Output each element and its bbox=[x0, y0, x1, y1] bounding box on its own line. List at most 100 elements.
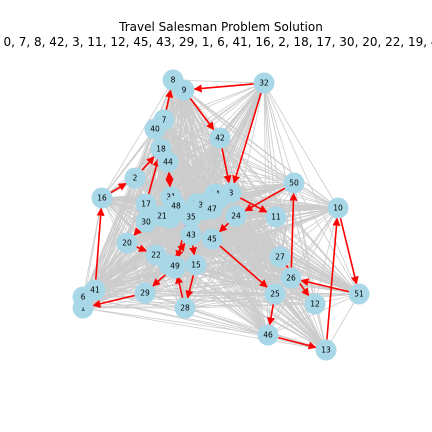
node-32: 32 bbox=[253, 72, 275, 94]
node-circle bbox=[209, 127, 231, 149]
graph-edge bbox=[163, 82, 265, 121]
node-circle bbox=[264, 283, 286, 305]
graph-edge bbox=[183, 89, 339, 209]
graph-edge bbox=[94, 128, 156, 291]
route-edge-50-24 bbox=[244, 187, 286, 212]
graph-edge bbox=[174, 265, 269, 336]
graph-edge bbox=[167, 161, 360, 295]
node-circle bbox=[135, 193, 157, 215]
node-circle bbox=[201, 198, 223, 220]
graph-edge bbox=[263, 82, 295, 184]
route-edge-26-50 bbox=[289, 192, 298, 268]
graph-edge bbox=[101, 79, 174, 199]
node-label: 17 bbox=[141, 200, 151, 209]
node-label: 25 bbox=[270, 290, 280, 299]
graph-edge bbox=[144, 221, 147, 294]
graph-edge bbox=[211, 238, 281, 258]
node-label: 29 bbox=[140, 289, 150, 298]
route-edge-3-11 bbox=[239, 197, 268, 213]
graph-edge bbox=[202, 204, 269, 336]
graph-edge bbox=[82, 307, 327, 351]
node-10: 10 bbox=[327, 197, 349, 219]
node-circle bbox=[84, 279, 106, 301]
graph-edge bbox=[144, 292, 269, 336]
node-30: 30 bbox=[135, 211, 157, 233]
node-44: 44 bbox=[157, 151, 179, 173]
route-edge-51-26 bbox=[300, 278, 349, 293]
graph-edge bbox=[154, 128, 360, 295]
route-edge-29-1 bbox=[92, 294, 135, 308]
node-43: 43 bbox=[180, 224, 202, 246]
node-24: 24 bbox=[225, 205, 247, 227]
graph-edge bbox=[219, 137, 295, 184]
node-circle bbox=[135, 211, 157, 233]
node-45: 45 bbox=[201, 228, 223, 250]
node-label: 46 bbox=[263, 331, 273, 340]
graph-edge bbox=[167, 161, 295, 184]
node-label: 10 bbox=[333, 204, 343, 213]
graph-edge bbox=[219, 137, 269, 336]
node-label: 11 bbox=[271, 213, 281, 222]
node-label: 20 bbox=[122, 239, 132, 248]
node-28: 28 bbox=[174, 297, 196, 319]
node-25: 25 bbox=[264, 283, 286, 305]
node-13: 13 bbox=[315, 339, 337, 361]
node-label: 35 bbox=[186, 213, 196, 222]
node-46: 46 bbox=[257, 324, 279, 346]
graph-edge bbox=[183, 89, 327, 351]
node-16: 16 bbox=[91, 187, 113, 209]
graph-edge bbox=[235, 215, 360, 295]
route-edge-46-13 bbox=[277, 336, 317, 350]
route-edge-24-45 bbox=[219, 222, 229, 233]
node-27: 27 bbox=[269, 246, 291, 268]
node-circle bbox=[124, 167, 146, 189]
graph-edge bbox=[184, 256, 281, 309]
graph-edge bbox=[293, 182, 360, 295]
route-edge-42-3 bbox=[221, 148, 232, 184]
node-label: 22 bbox=[151, 251, 161, 260]
graph-edge bbox=[167, 82, 265, 163]
graph-edge bbox=[275, 216, 360, 295]
route-edge-7-8 bbox=[165, 89, 174, 110]
route-edge-15-28 bbox=[185, 274, 195, 299]
route-edge-32-9 bbox=[193, 83, 254, 93]
route-edge-43-15 bbox=[189, 245, 198, 256]
graph-edge bbox=[184, 293, 276, 309]
node-circle bbox=[327, 197, 349, 219]
node-circle bbox=[269, 246, 291, 268]
route-edge-10-51 bbox=[339, 218, 359, 285]
node-label: 41 bbox=[90, 286, 100, 295]
graph-edge bbox=[144, 256, 281, 294]
route-edge-49-29 bbox=[152, 272, 168, 287]
route-edge-32-3 bbox=[232, 92, 262, 184]
node-circle bbox=[157, 151, 179, 173]
node-label: 40 bbox=[150, 125, 160, 134]
graph-edge bbox=[82, 128, 156, 298]
node-26: 26 bbox=[280, 267, 302, 289]
node-20: 20 bbox=[116, 232, 138, 254]
graph-edge bbox=[279, 207, 339, 258]
node-17: 17 bbox=[135, 193, 157, 215]
graph-edge bbox=[101, 196, 172, 199]
node-label: 26 bbox=[286, 274, 296, 283]
graph-edge bbox=[211, 238, 360, 295]
node-label: 47 bbox=[207, 205, 217, 214]
node-label: 7 bbox=[162, 116, 167, 125]
route-edge-41-16 bbox=[94, 207, 105, 280]
node-circle bbox=[304, 293, 326, 315]
node-label: 6 bbox=[81, 293, 86, 302]
route-edge-13-10 bbox=[326, 217, 341, 340]
node-label: 49 bbox=[170, 262, 180, 271]
node-label: 50 bbox=[289, 179, 299, 188]
node-label: 3 bbox=[229, 189, 234, 198]
node-label: 42 bbox=[215, 134, 225, 143]
graph-edge bbox=[154, 128, 221, 139]
route-edge-16-2 bbox=[110, 182, 127, 194]
node-label: 1 bbox=[81, 304, 86, 313]
node-50: 50 bbox=[283, 172, 305, 194]
route-edge-31-44 bbox=[165, 171, 174, 187]
graph-edge bbox=[263, 82, 339, 209]
node-circle bbox=[174, 297, 196, 319]
graph-edge bbox=[154, 128, 339, 209]
node-label: 18 bbox=[156, 145, 166, 154]
